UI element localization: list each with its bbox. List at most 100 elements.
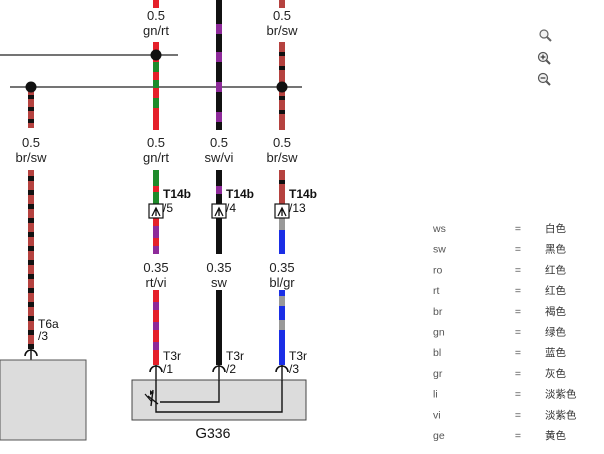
- legend-row-ws: ws = 白色: [432, 222, 566, 235]
- wire-label-low-2-color: sw: [211, 275, 228, 290]
- connector-t14b-5: T14b /5: [148, 187, 191, 219]
- legend-code: gn: [433, 327, 445, 339]
- wire-label-low-3-color: bl/gr: [269, 275, 295, 290]
- wire-1-dash: [28, 316, 34, 321]
- wire-1-dash: [28, 330, 34, 335]
- wire-1-dash: [28, 288, 34, 293]
- legend-code: li: [433, 389, 438, 401]
- legend-color-name: 褐色: [545, 305, 566, 318]
- legend-color-name: 白色: [545, 222, 566, 235]
- legend-equals: =: [515, 368, 521, 380]
- zoom-controls: [537, 29, 552, 86]
- legend-color-name: 红色: [545, 263, 566, 276]
- legend-code: bl: [433, 347, 441, 359]
- wire-1-dash: [28, 344, 34, 349]
- zoom-out-icon[interactable]: [537, 72, 551, 86]
- wire-3: [216, 0, 222, 365]
- connector-t6a-pin: /3: [38, 329, 48, 343]
- component-label: G: [195, 425, 207, 442]
- connector-t6a-3: T6a /3: [24, 317, 59, 360]
- wire-label-mid-4-gauge: 0.5: [273, 135, 291, 150]
- legend-row-li: li = 淡紫色: [433, 388, 577, 401]
- wire-1-dash: [28, 274, 34, 279]
- connector-t14b-4-pin: /4: [226, 201, 236, 215]
- wire-label-mid-1-color: br/sw: [15, 150, 47, 165]
- legend-code: gr: [433, 368, 443, 380]
- legend-code: sw: [433, 244, 446, 256]
- legend-equals: =: [515, 306, 521, 318]
- legend-row-ro: ro=红色: [433, 263, 566, 276]
- connector-t14b-13-pin: /13: [289, 201, 306, 215]
- connector-t3r-3-name: T3r: [289, 349, 307, 363]
- wire-label-mid-2-gauge: 0.5: [147, 135, 165, 150]
- wire-1-dash: [28, 218, 34, 223]
- wire-1-dash: [28, 176, 34, 181]
- legend-color-name: 绿色: [545, 326, 566, 339]
- legend-equals: =: [515, 347, 521, 359]
- connector-t3r-2-pin: /2: [226, 362, 236, 376]
- connector-t14b-5-name: T14b: [163, 187, 191, 201]
- left-component-box: [0, 359, 87, 441]
- connector-t3r-1: T3r /1: [149, 349, 181, 380]
- wire-1-dash: [28, 302, 34, 307]
- legend-color-name: 红色: [545, 284, 566, 297]
- legend-code: ge: [433, 430, 445, 442]
- connector-t6a-name: T6a: [38, 317, 59, 331]
- legend-row-rt: rt=红色: [433, 284, 566, 297]
- connector-t14b-13-name: T14b: [289, 187, 317, 201]
- wire-label-mid-1-gauge: 0.5: [22, 135, 40, 150]
- connector-t3r-1-pin: /1: [163, 362, 173, 376]
- wire-label-low-1-gauge: 0.35: [143, 260, 168, 275]
- legend-equals: =: [515, 264, 521, 276]
- legend-equals: =: [515, 223, 521, 235]
- magnifier-icon[interactable]: [539, 29, 552, 42]
- junction-dot-3: [276, 81, 288, 93]
- legend-color-name: 淡紫色: [545, 388, 577, 401]
- legend-row-br: br=褐色: [433, 305, 566, 318]
- legend-row-sw: sw=黑色: [433, 243, 566, 256]
- wire-label-low-3-gauge: 0.35: [269, 260, 294, 275]
- legend-code: ws: [432, 223, 446, 235]
- legend-color-name: 灰色: [545, 367, 566, 380]
- connector-t3r-2-name: T3r: [226, 349, 244, 363]
- wire-4: [279, 0, 285, 365]
- legend-color-name: 黑色: [545, 243, 566, 256]
- connector-t14b-5-pin: /5: [163, 201, 173, 215]
- wire-label-top-2-color: br/sw: [266, 23, 298, 38]
- wire-1-dash: [28, 260, 34, 265]
- wire-1-dash: [28, 232, 34, 237]
- wire-1-dash: [28, 204, 34, 209]
- legend-equals: =: [515, 409, 521, 421]
- wire-label-top-1-gauge: 0.5: [147, 8, 165, 23]
- connector-t14b-13: T14b /13: [274, 187, 317, 219]
- wire-label-top-1-color: gn/rt: [143, 23, 169, 38]
- wire-label-mid-3-gauge: 0.5: [210, 135, 228, 150]
- junction-dot-2: [150, 49, 162, 61]
- legend-row-gr: gr = 灰色: [433, 367, 566, 380]
- wire-1: [28, 87, 34, 349]
- legend-row-bl: bl = 蓝色: [433, 346, 566, 359]
- wire-label-low-2-gauge: 0.35: [206, 260, 231, 275]
- legend-code: vi: [433, 409, 441, 421]
- legend-color-name: 黄色: [545, 429, 566, 442]
- wire-2: [153, 0, 159, 365]
- wire-label-top-2-gauge: 0.5: [273, 8, 291, 23]
- legend-equals: =: [515, 389, 521, 401]
- connector-t3r-2: T3r /2: [212, 349, 244, 380]
- legend-row-ge: ge=黄色: [433, 429, 566, 442]
- wire-label-mid-3-color: sw/vi: [205, 150, 234, 165]
- junction-dot-1: [25, 81, 37, 93]
- connector-t3r-1-name: T3r: [163, 349, 181, 363]
- legend-row-vi: vi=淡紫色: [433, 408, 577, 421]
- legend-code: rt: [433, 285, 439, 297]
- component-g336: G 336: [131, 379, 307, 442]
- wire-1-dash: [28, 246, 34, 251]
- color-legend: ws=白色sw=黑色ro=红色rt=红色br=褐色gn=绿色bl=蓝色gr=灰色…: [432, 222, 577, 442]
- wire-label-low-1-color: rt/vi: [146, 275, 167, 290]
- wire-label-mid-4-color: br/sw: [266, 150, 298, 165]
- zoom-in-icon[interactable]: [537, 51, 551, 65]
- legend-color-name: 蓝色: [545, 346, 566, 359]
- legend-equals: =: [515, 327, 521, 339]
- wire-1-dash: [28, 190, 34, 195]
